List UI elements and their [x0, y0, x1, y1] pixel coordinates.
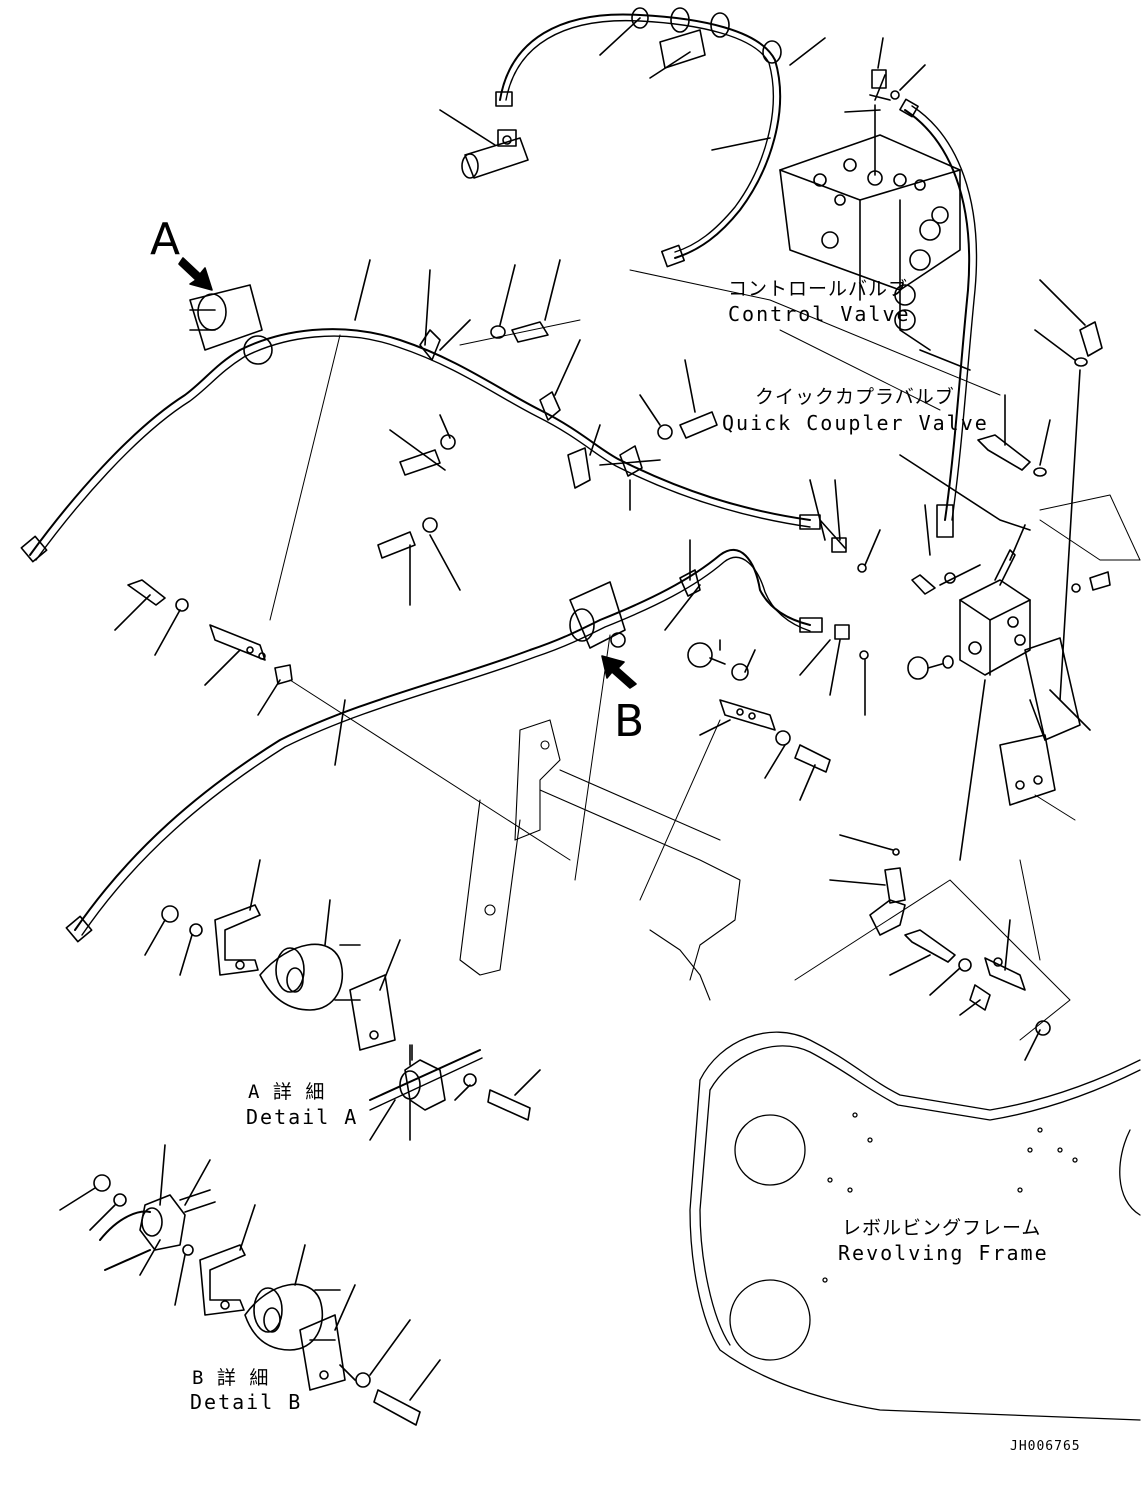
upper-clamp-parts [114, 579, 571, 861]
frame-phantom [459, 719, 741, 1001]
detail-a-label-en: Detail A [246, 1105, 359, 1129]
detail-a-label-jp: A 詳 細 [248, 1081, 326, 1103]
detail-b-drawing [59, 1144, 441, 1426]
upper-hose [495, 7, 826, 268]
view-label-b: B [614, 696, 645, 747]
view-arrow-b [601, 655, 637, 689]
control-valve-label-en: Control Valve [728, 302, 911, 326]
hose-lower [65, 539, 869, 943]
revolving-frame-label-jp: レボルビングフレーム [842, 1217, 1042, 1239]
pressure-switch [794, 834, 1071, 1061]
drawing-code: JH006765 [1010, 1439, 1081, 1454]
hose-upper [20, 259, 881, 621]
tee-fitting [439, 109, 529, 179]
detail-b-label-jp: B 詳 細 [192, 1367, 270, 1389]
view-arrow-a [178, 257, 213, 291]
revolving-frame-label-en: Revolving Frame [838, 1241, 1049, 1265]
pilot-hose [899, 98, 978, 538]
detail-a-drawing [144, 859, 541, 1141]
control-valve-label-jp: コントロールバルブ [728, 278, 909, 300]
detail-b-label-en: Detail B [190, 1390, 303, 1414]
view-label-a: A [150, 214, 181, 265]
revolving-frame [689, 1031, 1141, 1421]
quick-coupler-valve-label-en: Quick Coupler Valve [722, 411, 989, 435]
quick-coupler-valve-label-jp: クイックカプラバルブ [755, 386, 955, 408]
quick-coupler-valve [899, 279, 1141, 861]
control-valve [629, 37, 1001, 411]
